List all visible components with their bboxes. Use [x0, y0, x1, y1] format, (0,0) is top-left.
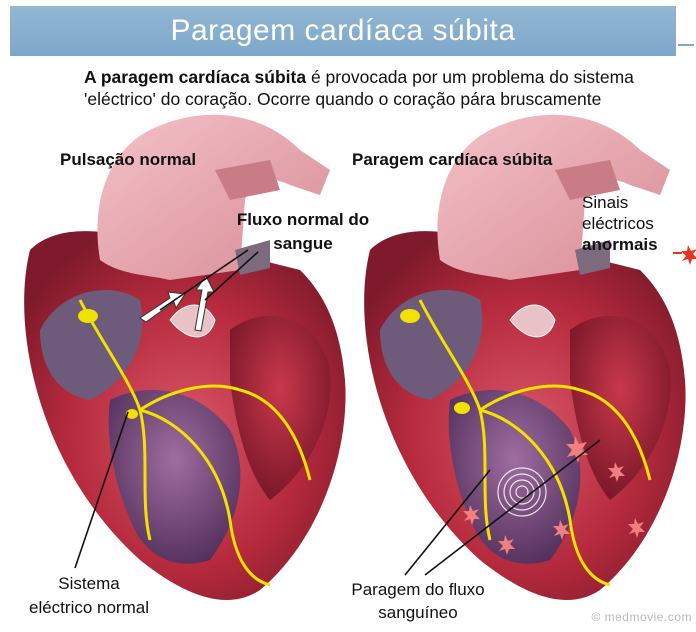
- spark-legend-icon: [681, 245, 696, 265]
- stop-label: Paragem do fluxo sanguíneo: [318, 578, 518, 624]
- spark-legend-dash: [673, 252, 682, 254]
- right-av-node: [454, 402, 470, 414]
- system-line2: eléctrico normal: [4, 596, 174, 620]
- signals-line2: eléctricos: [582, 213, 658, 234]
- right-sa-node: [400, 309, 420, 323]
- signals-line3: anormais: [582, 234, 658, 255]
- image-credit: © medmovie.com: [591, 610, 692, 624]
- stop-line2: sanguíneo: [318, 601, 518, 624]
- system-line1: Sistema: [4, 572, 174, 596]
- left-panel-heading: Pulsação normal: [60, 150, 196, 170]
- system-label: Sistema eléctrico normal: [4, 572, 174, 620]
- right-heart-illustration: [364, 115, 685, 600]
- signals-label: Sinais eléctricos anormais: [582, 192, 658, 255]
- flow-normal-label: Fluxo normal do sangue: [208, 208, 398, 256]
- left-sa-node: [78, 309, 98, 323]
- flow-normal-line1: Fluxo normal do: [208, 208, 398, 232]
- stop-line1: Paragem do fluxo: [318, 578, 518, 601]
- signals-line1: Sinais: [582, 192, 658, 213]
- flow-normal-line2: sangue: [208, 232, 398, 256]
- left-heart-illustration: [24, 115, 345, 600]
- right-panel-heading: Paragem cardíaca súbita: [352, 150, 552, 170]
